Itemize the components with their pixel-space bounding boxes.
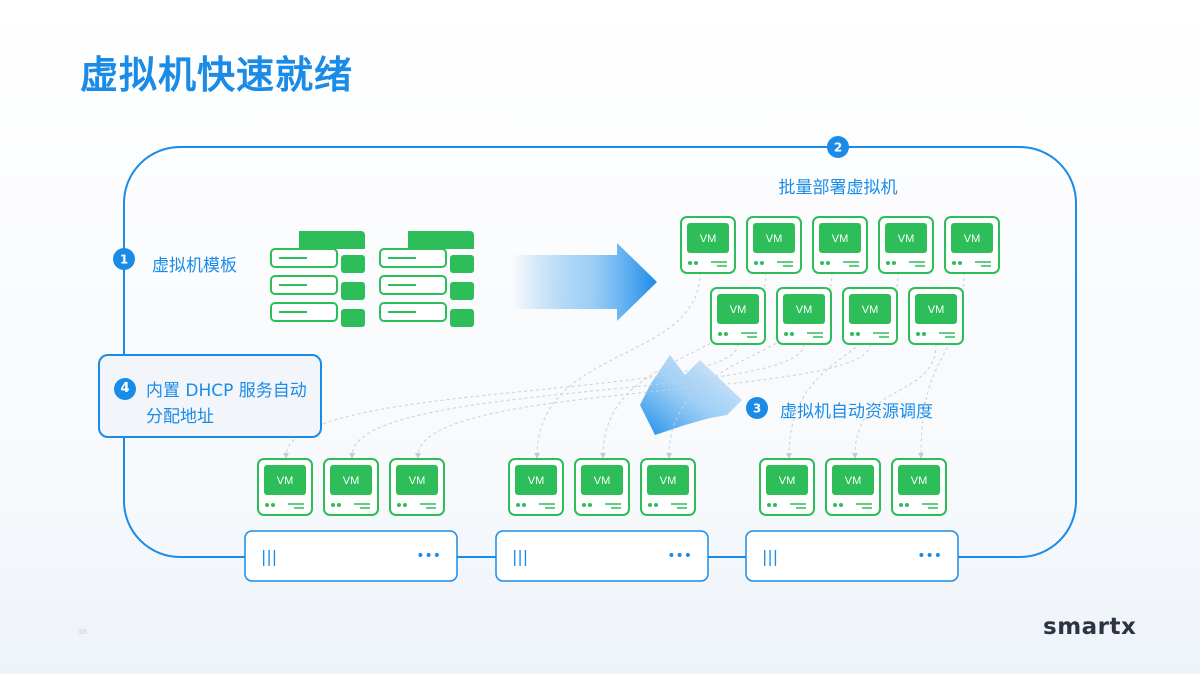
vm-card: VM bbox=[746, 216, 802, 274]
step-2-badge: 2 bbox=[827, 136, 849, 158]
host-server: ||| ••• bbox=[745, 530, 959, 582]
server-bars-icon: ||| bbox=[762, 547, 778, 566]
vm-card: VM bbox=[825, 458, 881, 516]
vm-card: VM bbox=[710, 287, 766, 345]
svg-text:1: 1 bbox=[120, 253, 128, 267]
connector-line bbox=[349, 343, 805, 459]
vm-card: VM bbox=[508, 458, 564, 516]
vm-card: VM bbox=[878, 216, 934, 274]
connector-line bbox=[852, 343, 937, 459]
vm-label: VM bbox=[832, 233, 849, 245]
server-dots-icon: ••• bbox=[917, 548, 942, 564]
vm-label: VM bbox=[343, 475, 360, 487]
vm-card: VM bbox=[574, 458, 630, 516]
vm-label: VM bbox=[964, 233, 981, 245]
dhcp-callout: 4 内置 DHCP 服务自动分配地址 bbox=[98, 354, 322, 438]
vm-label: VM bbox=[700, 233, 717, 245]
vm-label: VM bbox=[277, 475, 294, 487]
vm-label: VM bbox=[779, 475, 796, 487]
vm-label: VM bbox=[730, 304, 747, 316]
vm-label: VM bbox=[898, 233, 915, 245]
server-dots-icon: ••• bbox=[667, 548, 692, 564]
step-1-badge: 1 bbox=[113, 248, 135, 270]
vm-label: VM bbox=[928, 304, 945, 316]
vm-card: VM bbox=[257, 458, 313, 516]
host-server: ||| ••• bbox=[244, 530, 458, 582]
vm-card: VM bbox=[812, 216, 868, 274]
vm-label: VM bbox=[528, 475, 545, 487]
step-4-badge: 4 bbox=[114, 378, 136, 400]
vm-label: VM bbox=[845, 475, 862, 487]
step-4-label: 内置 DHCP 服务自动分配地址 bbox=[146, 381, 307, 427]
page-title: 虚拟机快速就绪 bbox=[80, 53, 354, 97]
template-stack bbox=[379, 231, 474, 327]
vm-card: VM bbox=[759, 458, 815, 516]
vm-card: VM bbox=[944, 216, 1000, 274]
step-1-label: 虚拟机模板 bbox=[152, 256, 237, 276]
template-stack bbox=[270, 231, 365, 327]
connector-line bbox=[534, 271, 701, 459]
vm-template-stacks bbox=[270, 231, 474, 327]
server-bars-icon: ||| bbox=[261, 547, 277, 566]
host-server: ||| ••• bbox=[495, 530, 709, 582]
svg-text:2: 2 bbox=[834, 141, 842, 155]
vm-card: VM bbox=[640, 458, 696, 516]
vm-card: VM bbox=[680, 216, 736, 274]
step-3-label: 虚拟机自动资源调度 bbox=[780, 402, 933, 422]
vm-card: VM bbox=[891, 458, 947, 516]
vm-label: VM bbox=[766, 233, 783, 245]
server-dots-icon: ••• bbox=[416, 548, 441, 564]
vm-group: VM VM VM VM VM VM VM VM VM VM VM VM VM VM VM VM VM VM bbox=[257, 216, 1000, 516]
vm-card: VM bbox=[842, 287, 898, 345]
step-3-badge: 3 bbox=[746, 397, 768, 419]
server-bars-icon: ||| bbox=[512, 547, 528, 566]
vm-card: VM bbox=[776, 287, 832, 345]
step-2-label: 批量部署虚拟机 bbox=[779, 178, 898, 198]
vm-label: VM bbox=[862, 304, 879, 316]
vm-card: VM bbox=[908, 287, 964, 345]
connector-line bbox=[283, 343, 739, 459]
server-group: ||| ••• ||| ••• ||| ••• bbox=[244, 530, 959, 582]
page-number: 38 bbox=[78, 628, 87, 636]
deploy-arrow-icon bbox=[512, 243, 657, 321]
brand-logo: smartx bbox=[1043, 614, 1137, 640]
svg-text:3: 3 bbox=[753, 402, 761, 416]
vm-label: VM bbox=[796, 304, 813, 316]
vm-label: VM bbox=[409, 475, 426, 487]
vm-card: VM bbox=[389, 458, 445, 516]
vm-label: VM bbox=[911, 475, 928, 487]
vm-card: VM bbox=[323, 458, 379, 516]
vm-label: VM bbox=[594, 475, 611, 487]
schedule-arrow-icon bbox=[640, 355, 742, 435]
connector-line bbox=[415, 343, 871, 459]
vm-label: VM bbox=[660, 475, 677, 487]
